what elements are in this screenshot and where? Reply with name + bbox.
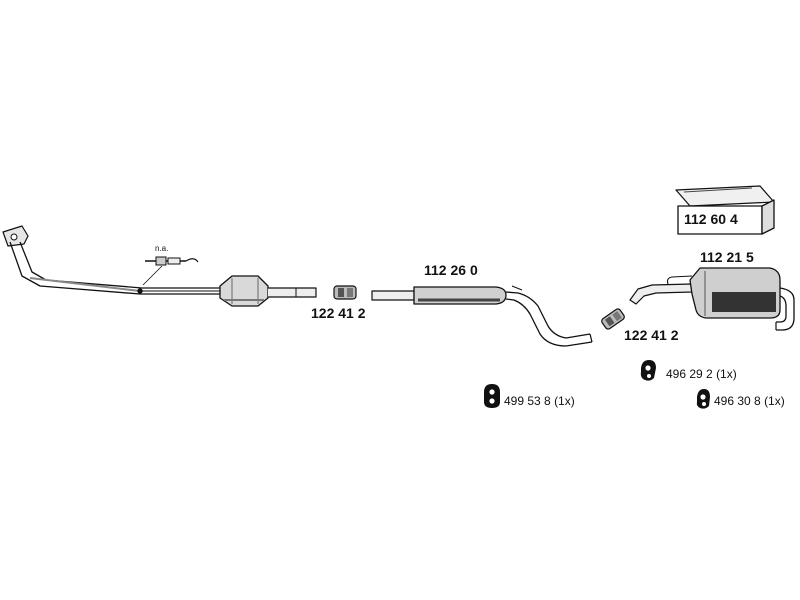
middle-silencer-label: 112 26 0 (424, 262, 478, 278)
clamp-right-label: 122 41 2 (624, 327, 679, 343)
clamp-left-label: 122 41 2 (311, 305, 366, 321)
front-pipe-with-catalyst (2, 225, 317, 307)
rubber-hanger-3-icon (696, 389, 710, 409)
middle-silencer (371, 285, 593, 347)
rear-silencer-label: 112 21 5 (700, 249, 754, 265)
rubber-hanger-1-label: 499 53 8 (1x) (504, 394, 575, 408)
rubber-hanger-1-icon (484, 384, 500, 408)
rear-silencer (629, 267, 795, 331)
rubber-hanger-3-label: 496 30 8 (1x) (714, 394, 785, 408)
mounting-kit-box-icon (675, 185, 775, 235)
lambda-sensor-note: n.a. (155, 244, 168, 253)
lambda-sensor-icon (142, 256, 199, 286)
clamp-right-icon (601, 308, 625, 330)
rubber-hanger-2-icon (640, 360, 656, 381)
mounting-kit-box-label: 112 60 4 (684, 211, 738, 227)
rubber-hanger-2-label: 496 29 2 (1x) (666, 367, 737, 381)
clamp-left-icon (333, 285, 357, 300)
